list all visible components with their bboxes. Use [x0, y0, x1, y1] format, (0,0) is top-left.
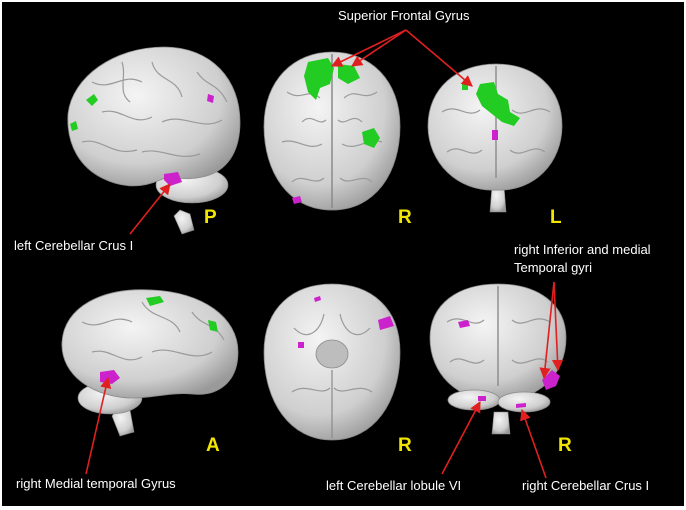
arrow-left-crus-top: [129, 183, 171, 235]
orientation-label-bottom-left: A: [206, 435, 220, 456]
arrow-sfg-2: [351, 29, 407, 67]
label-right-cerebellar-crus-i: right Cerebellar Crus I: [522, 478, 650, 493]
arrow-right-inferior-1: [539, 281, 555, 380]
arrow-right-crus: [520, 408, 547, 479]
brain-bottom-middle-inferior: [263, 283, 401, 441]
orientation-label-top-left: P: [204, 207, 217, 228]
brain-top-right-frontal: [427, 63, 563, 213]
orientation-label-bottom-right: R: [558, 435, 572, 456]
orientation-label-top-middle: R: [398, 207, 412, 228]
label-right-inferior-medial-line2: Temporal gyri: [514, 260, 593, 275]
label-superior-frontal-gyrus: Superior Frontal Gyrus: [338, 8, 470, 23]
label-left-cerebellar-lobule-vi: left Cerebellar lobule VI: [326, 478, 462, 493]
arrow-sfg-3: [405, 29, 473, 87]
label-right-inferior-medial-line1: right Inferior and medial: [514, 242, 651, 257]
arrow-right-medial: [85, 376, 112, 475]
annotation-arrows: [85, 29, 564, 479]
arrow-right-inferior-2: [551, 281, 564, 372]
brain-bottom-left-lateral: [61, 289, 239, 437]
orientation-label-top-right: L: [550, 207, 562, 228]
orientation-label-bottom-middle: R: [398, 435, 412, 456]
brain-top-left-lateral: [67, 46, 241, 235]
arrow-left-lobule: [441, 401, 481, 475]
label-left-cerebellar-crus-i: left Cerebellar Crus I: [14, 238, 134, 253]
arrow-sfg-1: [330, 29, 407, 67]
label-right-medial-temporal-gyrus: right Medial temporal Gyrus: [16, 476, 176, 491]
brain-top-middle-superior: [263, 51, 401, 211]
